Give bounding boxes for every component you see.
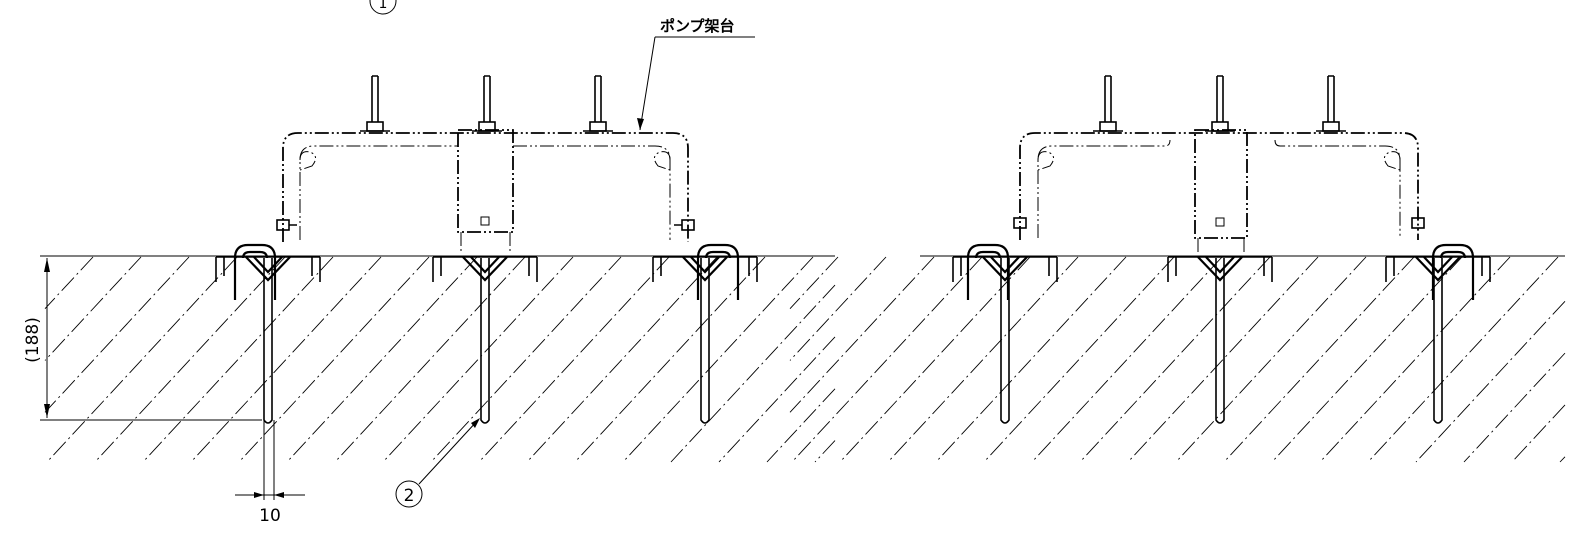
hatch-line [718,336,836,463]
ground-hatching-right [789,256,1566,463]
ground-stake [1167,256,1273,424]
hatch-line [1319,256,1511,463]
hatch-line [574,256,766,463]
hatch-line [622,256,814,463]
hatch-line [44,256,142,361]
balloon-2-number: 2 [404,486,415,506]
hatch-line [526,256,718,463]
hatch-line [839,256,1031,463]
hatch-line [430,256,622,463]
hatch-line [94,256,286,463]
leader-line [639,36,656,131]
hatch-line [1223,256,1415,463]
hatch-line [44,256,190,413]
hatch-line [791,256,983,463]
hatch-line [286,256,478,463]
hatch-line [766,388,836,463]
hatch-line [1415,300,1566,463]
hatch-line [238,256,430,463]
center-bracket-left [457,129,514,233]
ground-stake [1385,256,1491,424]
hatch-line [1367,256,1559,463]
hatch-line [1511,404,1566,463]
depth-dimension-text: (188) [23,317,43,363]
balloon-2-leader [418,419,479,485]
hatch-line [1079,256,1271,463]
hatch-line [190,256,382,463]
hatch-line [1559,456,1566,463]
hatch-line [1127,256,1319,463]
hatch-line [478,256,670,463]
balloon-1 [369,0,397,15]
pump-stand-assembly-left [215,75,758,424]
hatch-line [142,256,334,463]
frame-outer-left [282,132,689,242]
hatch-line [789,256,887,361]
leader-arrow [637,118,644,130]
hatch-line [334,256,526,463]
center-bracket-right [1194,129,1248,239]
width-dimension-text: 10 [259,506,281,526]
ground-stake [432,256,538,424]
ground-hatching-left [44,256,836,463]
balloon-2 [395,480,423,508]
frame-outer-right [1019,132,1419,240]
hatch-line [1271,256,1463,463]
pump-stand-label: ポンプ架台 [660,17,735,35]
pump-stand-assembly-right [952,75,1491,424]
hatch-line [670,284,836,463]
hatch-line [789,256,839,309]
balloon-1-number: 1 [379,0,388,12]
hatch-line [44,256,94,309]
ground-stake [952,256,1058,424]
hatch-line [46,256,238,463]
hatch-line [789,256,935,413]
hatch-line [382,256,574,463]
hatch-line [1175,256,1367,463]
hatch-line [1031,256,1223,463]
hatch-line [935,256,1127,463]
hatch-line [887,256,1079,463]
hatch-line [983,256,1175,463]
hatch-line [1463,352,1566,463]
hatch-line [814,440,836,463]
